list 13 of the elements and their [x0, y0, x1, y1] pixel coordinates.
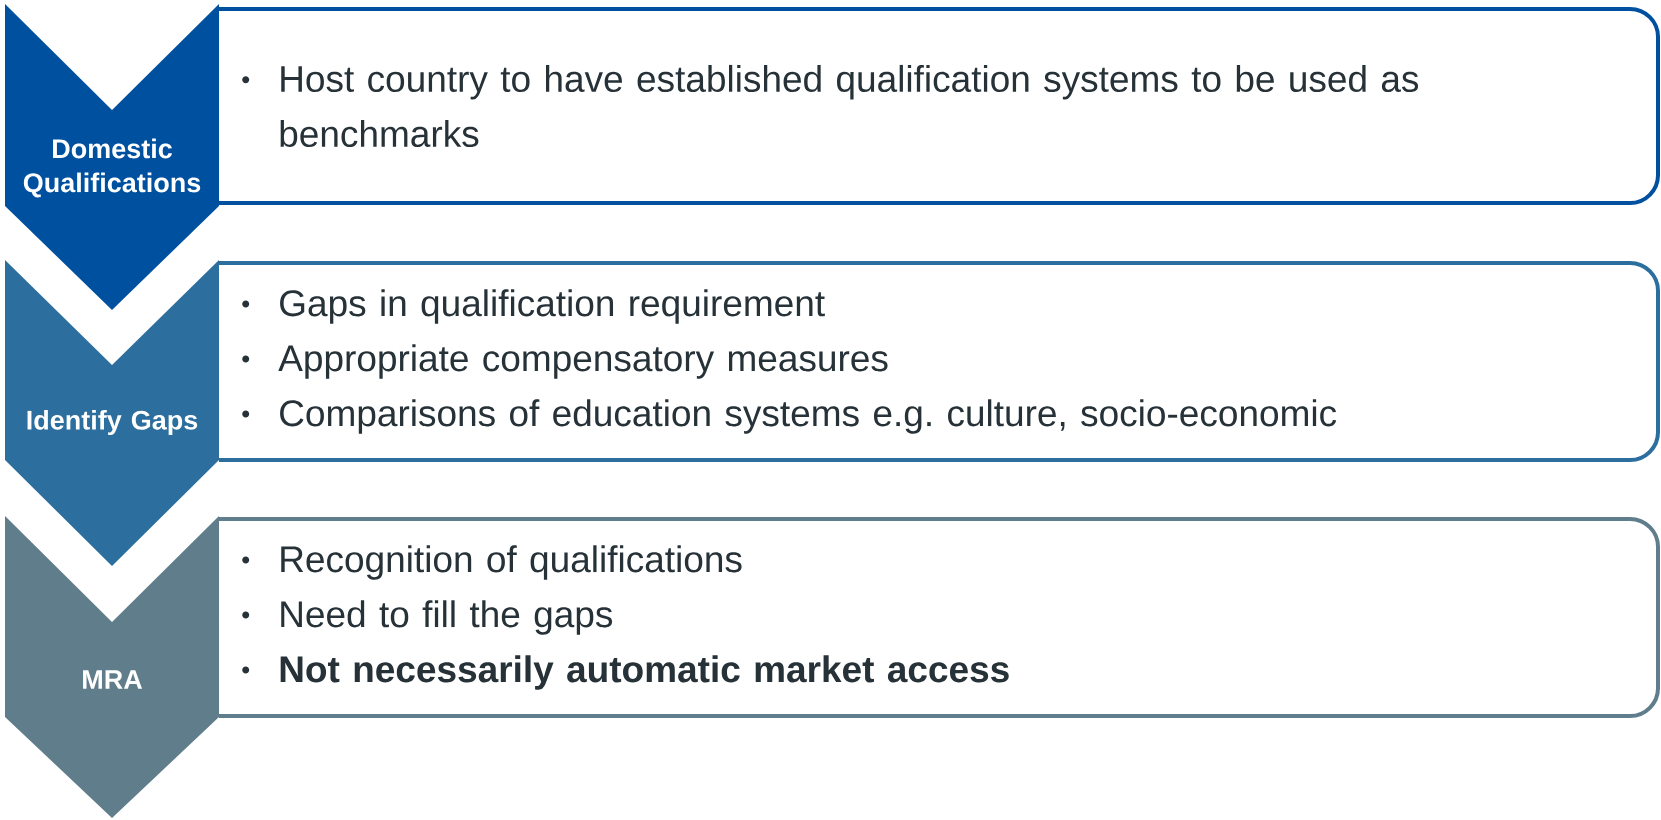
bullet-item: Recognition of qualifications: [281, 545, 742, 580]
text-box: [219, 517, 1660, 718]
bullet-item: Gaps in qualification requirement: [280, 289, 825, 324]
bullet-item: Appropriate compensatory measures: [278, 344, 888, 379]
bullet-item: Host country to have established qualification systems to be used as benchmarks: [280, 64, 1419, 148]
chevron-label: Domestic Qualifications: [5, 4, 219, 310]
text-box: [219, 261, 1660, 462]
bullet-item: Comparisons of education systems e.g. culture, socio-economic: [280, 399, 1337, 434]
chevron-label: MRA: [5, 516, 219, 818]
text-box: [219, 7, 1660, 205]
chevron-label: Identify Gaps: [5, 260, 219, 566]
bullet-item: Not necessarily automatic market access: [280, 655, 1009, 690]
bullet-item: Need to fill the gaps: [281, 600, 613, 635]
